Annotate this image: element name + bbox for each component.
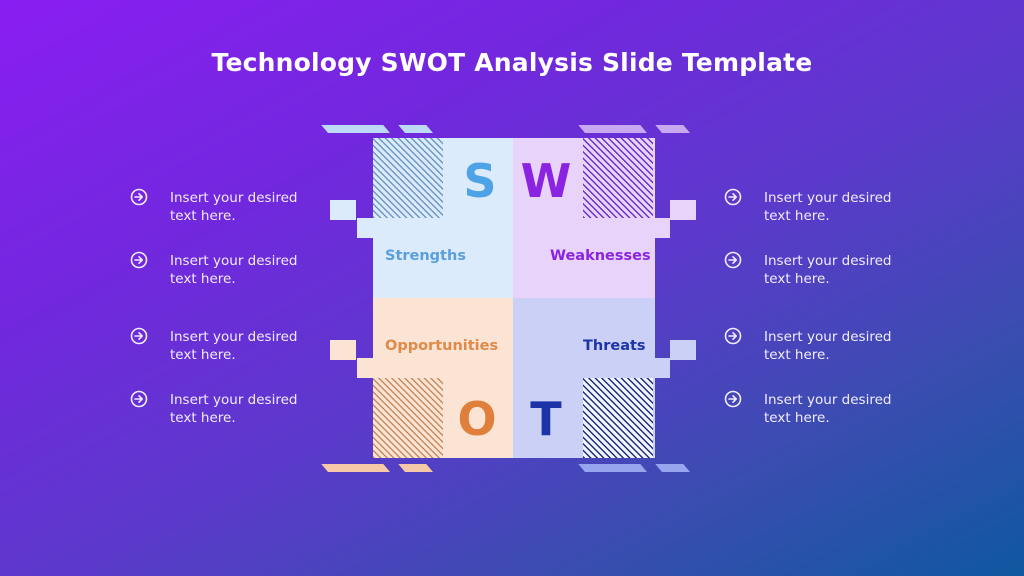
strengths-letter: S bbox=[463, 154, 497, 208]
hatch-pattern bbox=[373, 138, 443, 218]
item-text: Insert your desired text here. bbox=[170, 329, 298, 363]
decor-bar bbox=[398, 125, 433, 133]
decor-bar bbox=[321, 464, 390, 472]
threats-label: Threats bbox=[583, 338, 646, 354]
strengths-label: Strengths bbox=[385, 248, 466, 264]
left-item-3: Insert your desired text here. bbox=[130, 327, 320, 364]
arrow-circle-right-icon bbox=[724, 327, 742, 345]
arrow-circle-right-icon bbox=[724, 251, 742, 269]
hatch-pattern bbox=[583, 378, 653, 458]
left-item-2: Insert your desired text here. bbox=[130, 251, 320, 288]
decor-square bbox=[670, 200, 696, 220]
item-text: Insert your desired text here. bbox=[170, 253, 298, 287]
right-item-2: Insert your desired text here. bbox=[724, 251, 914, 288]
right-item-3: Insert your desired text here. bbox=[724, 327, 914, 364]
item-text: Insert your desired text here. bbox=[170, 392, 298, 426]
arrow-circle-right-icon bbox=[130, 390, 148, 408]
opportunities-letter: O bbox=[457, 392, 497, 446]
slide-title: Technology SWOT Analysis Slide Template bbox=[211, 48, 813, 77]
right-item-4: Insert your desired text here. bbox=[724, 390, 914, 427]
arrow-circle-right-icon bbox=[724, 390, 742, 408]
left-item-1: Insert your desired text here. bbox=[130, 188, 320, 225]
hatch-pattern bbox=[373, 378, 443, 458]
decor-bar bbox=[655, 125, 690, 133]
arrow-circle-right-icon bbox=[130, 251, 148, 269]
arrow-circle-right-icon bbox=[130, 327, 148, 345]
item-text: Insert your desired text here. bbox=[764, 329, 892, 363]
right-item-1: Insert your desired text here. bbox=[724, 188, 914, 225]
weaknesses-label: Weaknesses bbox=[550, 248, 651, 264]
decor-bar bbox=[578, 464, 647, 472]
item-text: Insert your desired text here. bbox=[764, 392, 892, 426]
decor-bar bbox=[578, 125, 647, 133]
weaknesses-letter: W bbox=[520, 154, 572, 208]
threats-letter: T bbox=[530, 392, 562, 446]
item-text: Insert your desired text here. bbox=[764, 253, 892, 287]
decor-square bbox=[330, 200, 356, 220]
hatch-pattern bbox=[583, 138, 653, 218]
decor-square bbox=[670, 340, 696, 360]
decor-bar bbox=[321, 125, 390, 133]
decor-bar bbox=[398, 464, 433, 472]
arrow-circle-right-icon bbox=[130, 188, 148, 206]
opportunities-label: Opportunities bbox=[385, 338, 499, 354]
item-text: Insert your desired text here. bbox=[764, 190, 892, 224]
decor-bar bbox=[655, 464, 690, 472]
decor-square bbox=[330, 340, 356, 360]
item-text: Insert your desired text here. bbox=[170, 190, 298, 224]
left-item-4: Insert your desired text here. bbox=[130, 390, 320, 427]
arrow-circle-right-icon bbox=[724, 188, 742, 206]
